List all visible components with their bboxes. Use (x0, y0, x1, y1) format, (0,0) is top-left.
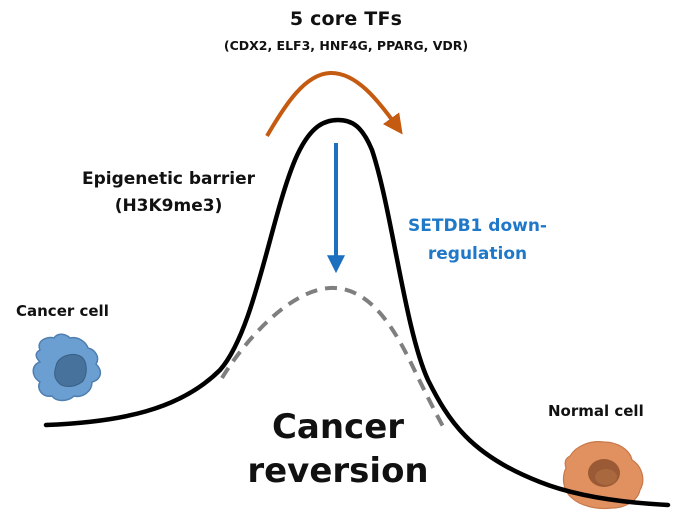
core-tfs-list: (CDX2, ELF3, HNF4G, PPARG, VDR) (223, 38, 469, 53)
lowered-barrier-curve (220, 285, 448, 433)
epigenetic-barrier-curve (43, 117, 671, 508)
cancer-cell-nucleus (54, 353, 87, 387)
normal-cell-nucleus-highlight (595, 469, 617, 485)
core-tfs-arrow (265, 70, 403, 138)
cancer-reversion-label: Cancer reversion (238, 405, 438, 493)
normal-cell-icon (562, 441, 644, 510)
normal-cell-label: Normal cell (548, 402, 644, 420)
cancer-cell-icon (32, 333, 102, 402)
epigenetic-barrier-line2: (H3K9me3) (114, 196, 223, 216)
cancer-reversion-line2: reversion (247, 451, 429, 491)
epigenetic-barrier-line1: Epigenetic barrier (82, 169, 256, 189)
setdb1-line2: regulation (427, 244, 528, 264)
setdb1-line1: SETDB1 down- (408, 216, 547, 236)
epigenetic-barrier-label: Epigenetic barrier (H3K9me3) (82, 166, 255, 220)
setdb1-label: SETDB1 down- regulation (408, 212, 547, 268)
cancer-reversion-line1: Cancer (271, 407, 405, 447)
cancer-cell-label: Cancer cell (16, 302, 109, 320)
core-tfs-title: 5 core TFs (289, 8, 403, 30)
